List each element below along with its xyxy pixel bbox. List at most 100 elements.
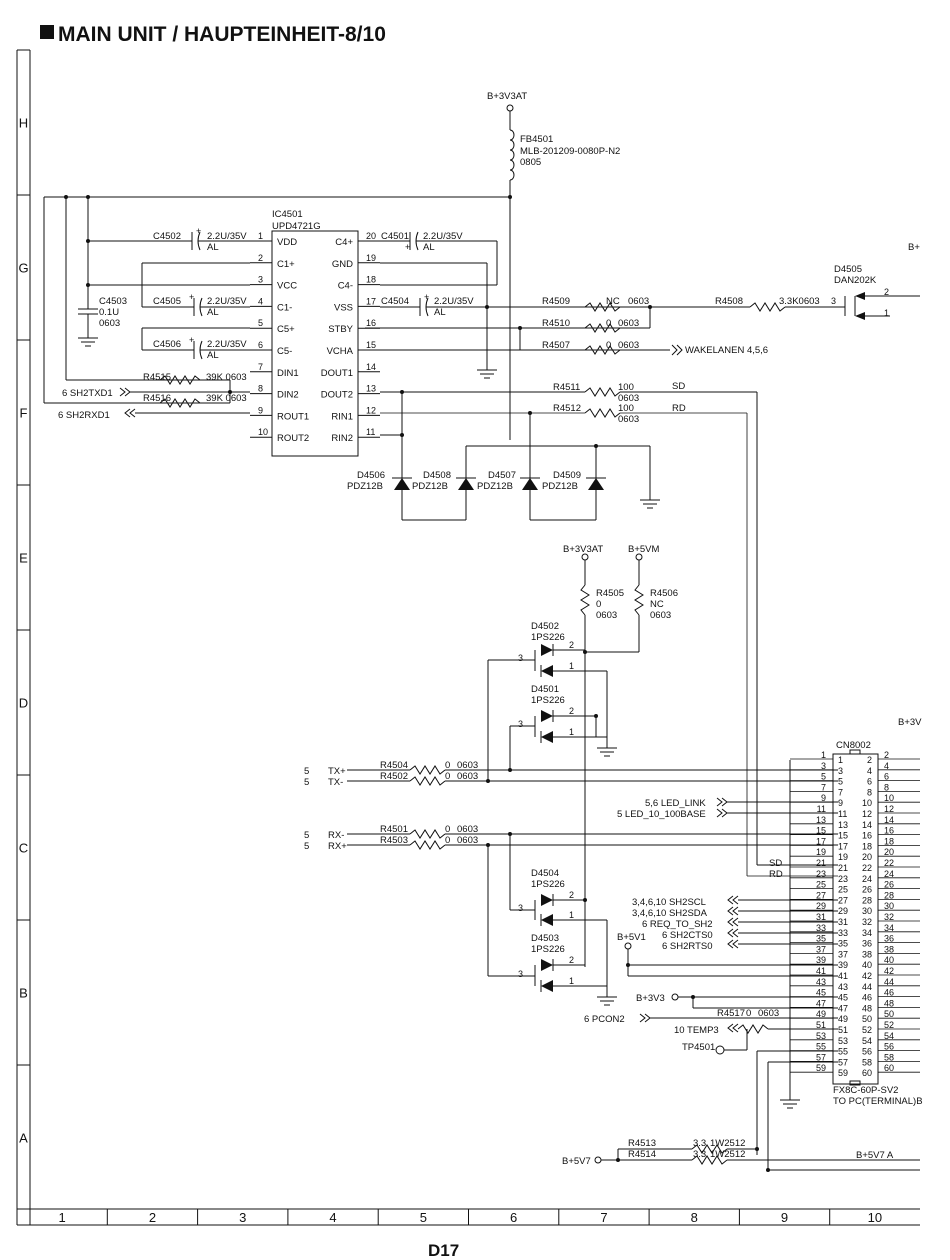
frame-col-10: 10 xyxy=(868,1210,882,1225)
ic-pin-num: 20 xyxy=(366,231,376,241)
cn-pin-outer: 30 xyxy=(884,901,894,911)
svg-text:RD: RD xyxy=(672,403,686,414)
svg-text:6 PCON2: 6 PCON2 xyxy=(584,1014,625,1025)
svg-text:AL: AL xyxy=(207,350,219,361)
cn-part: FX8C-60P-SV2 xyxy=(833,1085,898,1096)
fb-part: MLB-201209-0080P-N2 xyxy=(520,146,620,157)
tx-lines: 5 TX+ 5 TX- R4504 0 0603 R4502 0 0603 xyxy=(304,660,838,788)
cn-pin-inner: 39 xyxy=(838,960,848,970)
supply-5vm: B+5VM R4506 NC 0603 xyxy=(583,544,678,654)
svg-text:+: + xyxy=(405,242,410,252)
ic-pin-num: 1 xyxy=(258,231,263,241)
b3v3-port: B+3V3 xyxy=(636,993,838,1009)
svg-text:0603: 0603 xyxy=(457,824,478,835)
cn-pin-inner: 56 xyxy=(862,1047,872,1057)
ic-pin-num: 15 xyxy=(366,340,376,350)
ic4501: IC4501 UPD4721G 1VDD2C1+3VCC4C1-5C5+6C5-… xyxy=(250,209,380,457)
cn-pin-inner: 26 xyxy=(862,885,872,895)
cn-pin-inner: 4 xyxy=(867,766,872,776)
cn-body xyxy=(832,753,879,1085)
svg-text:C4501: C4501 xyxy=(381,231,409,242)
svg-text:1: 1 xyxy=(884,308,889,318)
cn-pin-outer: 13 xyxy=(816,815,826,825)
cn-pin-inner: 44 xyxy=(862,982,872,992)
cn-pin-inner: 30 xyxy=(862,906,872,916)
cn-pin-inner: 51 xyxy=(838,1025,848,1035)
frame xyxy=(16,49,920,1226)
svg-text:3,4,6,10 SH2SDA: 3,4,6,10 SH2SDA xyxy=(632,908,708,919)
svg-text:2.2U/35V: 2.2U/35V xyxy=(207,231,247,242)
cn-pin-inner: 2 xyxy=(867,755,872,765)
led-ports: 5,6 LED_LINK 5 LED_10_100BASE xyxy=(617,797,838,820)
fb-size: 0805 xyxy=(520,157,541,168)
svg-text:C4504: C4504 xyxy=(381,296,409,307)
cn-pin-inner: 33 xyxy=(838,928,848,938)
cn-pin-outer: 36 xyxy=(884,934,894,944)
wakelan-label: WAKELANEN 4,5,6 xyxy=(685,345,768,356)
svg-text:3: 3 xyxy=(831,296,836,306)
d4502-d4501: D4502 1PS226 2 1 3 D4501 1PS226 2 1 3 xyxy=(488,621,617,757)
cn-pin-inner: 38 xyxy=(862,949,872,959)
ic-left-pins: 1VDD2C1+3VCC4C1-5C5+6C5-7DIN18DIN29ROUT1… xyxy=(250,231,309,444)
svg-text:DAN202K: DAN202K xyxy=(834,275,877,286)
cn-pin-inner: 20 xyxy=(862,852,872,862)
r4508: R4508 3.3K0603 3 xyxy=(650,296,845,312)
cn-pin-outer: 25 xyxy=(816,880,826,890)
svg-text:+: + xyxy=(189,335,194,345)
svg-text:B+5VM: B+5VM xyxy=(628,544,660,555)
svg-text:D4502: D4502 xyxy=(531,621,559,632)
ic-pin-name: C4- xyxy=(338,281,353,292)
ic-pin-num: 5 xyxy=(258,318,263,328)
svg-text:3.3K0603: 3.3K0603 xyxy=(779,296,820,307)
cn-pin-inner: 41 xyxy=(838,971,848,981)
ic-pin-num: 13 xyxy=(366,384,376,394)
svg-text:100: 100 xyxy=(618,403,634,414)
cn-pin-inner: 45 xyxy=(838,993,848,1003)
svg-text:3.3: 3.3 xyxy=(693,1138,706,1149)
svg-text:R4502: R4502 xyxy=(380,771,408,782)
svg-text:1: 1 xyxy=(569,910,574,920)
svg-text:+: + xyxy=(196,226,201,236)
cn-pin-outer: 18 xyxy=(884,836,894,846)
svg-text:0603: 0603 xyxy=(457,760,478,771)
svg-text:R4510: R4510 xyxy=(542,318,570,329)
cn-pin-outer: 11 xyxy=(817,804,826,814)
c4502: C4502 + 2.2U/35V AL xyxy=(86,226,250,253)
svg-text:R4513: R4513 xyxy=(628,1138,656,1149)
cn-pin-outer: 29 xyxy=(816,901,826,911)
cn-pin-inner: 7 xyxy=(838,787,843,797)
svg-text:R4505: R4505 xyxy=(596,588,624,599)
svg-text:PDZ12B: PDZ12B xyxy=(542,481,578,492)
cn-pin-inner: 18 xyxy=(862,841,872,851)
r4507: R4507 0 0603 WAKELANEN 4,5,6 xyxy=(542,340,768,356)
ic-pin-num: 6 xyxy=(258,340,263,350)
svg-text:2: 2 xyxy=(569,955,574,965)
cn-pin-outer: 17 xyxy=(816,836,826,846)
cn-pin-inner: 19 xyxy=(838,852,848,862)
cn-pin-inner: 16 xyxy=(862,831,872,841)
zener-diodes: D4506 PDZ12B D4508 PDZ12B D4507 PDZ12B D… xyxy=(347,413,660,521)
c4501: C4501 + 2.2U/35V AL xyxy=(380,231,498,286)
svg-text:1PS226: 1PS226 xyxy=(531,632,565,643)
sd-net: R4511 100 0603 SD xyxy=(380,381,758,865)
cn-pin-outer: 52 xyxy=(884,1020,894,1030)
cn-pin-outer: 37 xyxy=(816,944,826,954)
cn-pin-outer: 27 xyxy=(816,890,826,900)
frame-col-7: 7 xyxy=(600,1210,607,1225)
cn-pin-outer: 6 xyxy=(884,772,889,782)
ic-ref: IC4501 xyxy=(272,209,303,220)
cn-pin-outer: 47 xyxy=(816,998,826,1008)
svg-text:B+: B+ xyxy=(908,242,920,253)
ic-pin-name: C4+ xyxy=(335,237,353,248)
svg-text:0603: 0603 xyxy=(628,296,649,307)
svg-text:PDZ12B: PDZ12B xyxy=(412,481,448,492)
svg-text:+: + xyxy=(189,292,194,302)
cn-pin-outer: 45 xyxy=(816,988,826,998)
ic-pin-name: STBY xyxy=(328,324,353,335)
svg-text:39K 0603: 39K 0603 xyxy=(206,372,247,383)
supply-3v3at-top: B+3V3AT FB4501 MLB-201209-0080P-N2 0805 xyxy=(487,91,620,440)
